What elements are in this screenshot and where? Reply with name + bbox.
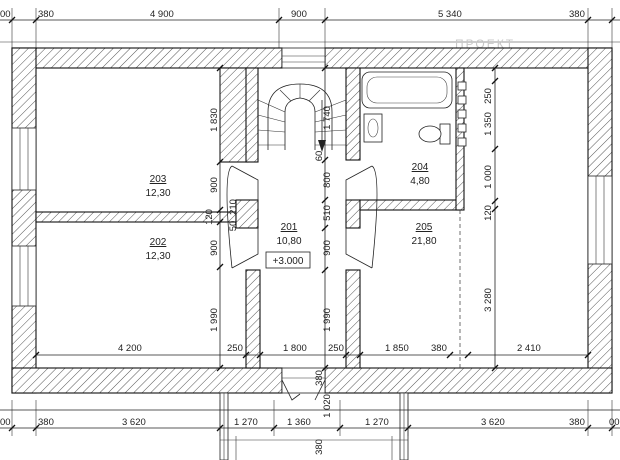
porch-dim-1020: 1 020 xyxy=(322,394,333,418)
inner-dim-1850: 1 850 xyxy=(385,343,409,354)
room-205-number: 205 xyxy=(416,222,433,233)
room-203-area: 12,30 xyxy=(145,188,170,199)
top-dim-3: 900 xyxy=(291,9,307,20)
inner-bottom-dimension-labels: 4 200 250 1 800 250 1 850 380 2 410 xyxy=(118,343,541,354)
small-dim-120: 120 xyxy=(204,209,215,225)
staircase xyxy=(257,83,347,152)
porch-dim-380a: 380 xyxy=(314,370,325,386)
small-dim-50: 50 xyxy=(228,221,239,232)
small-dim-510: 510 xyxy=(322,205,333,221)
small-dim-60: 60 xyxy=(314,151,325,162)
bottom-dim-7: 380 xyxy=(569,417,585,428)
room-203-number: 203 xyxy=(150,174,167,185)
level-mark-box xyxy=(265,251,311,269)
room-205-area: 21,80 xyxy=(411,236,436,247)
inner-dim-380: 380 xyxy=(431,343,447,354)
inner-dim-250a: 250 xyxy=(227,343,243,354)
vertical-dimension-labels: 1 830 900 900 1 990 210 120 50 1 740 60 … xyxy=(204,88,494,455)
room-204-area: 4,80 xyxy=(410,176,430,187)
room-202-area: 12,30 xyxy=(145,251,170,262)
left-dim-900b: 900 xyxy=(209,240,220,256)
walls xyxy=(11,47,613,394)
bottom-dim-6: 3 620 xyxy=(481,417,505,428)
right-dim-1000: 1 000 xyxy=(483,165,494,189)
right-dim-120: 120 xyxy=(483,205,494,221)
small-dim-210: 210 xyxy=(228,199,239,215)
bottom-dimension-chain: 00 380 3 620 1 270 1 360 1 270 3 620 380… xyxy=(0,400,620,460)
left-dim-900a: 900 xyxy=(209,177,220,193)
radiator-icon xyxy=(457,81,467,147)
bottom-edge-right: 00 xyxy=(609,417,620,428)
room-201-area: 10,80 xyxy=(276,236,301,247)
right-dim-250: 250 xyxy=(483,88,494,104)
room-202-number: 202 xyxy=(150,237,167,248)
bottom-edge-left: 00 xyxy=(0,417,11,428)
interior-dimension-lines xyxy=(32,64,592,372)
bathroom-fixtures xyxy=(361,71,467,147)
top-dim-4: 5 340 xyxy=(438,9,462,20)
stair-dim-900: 900 xyxy=(322,240,333,256)
top-dim-5: 380 xyxy=(569,9,585,20)
top-dim-2: 4 900 xyxy=(150,9,174,20)
porch-dim-380b: 380 xyxy=(314,439,325,455)
stair-dim-800: 800 xyxy=(322,172,333,188)
inner-dim-2410: 2 410 xyxy=(517,343,541,354)
inner-dim-250b: 250 xyxy=(328,343,344,354)
toilet-icon xyxy=(418,123,451,145)
right-dim-1350: 1 350 xyxy=(483,112,494,136)
bottom-dim-1: 380 xyxy=(38,417,54,428)
bottom-dim-5: 1 270 xyxy=(365,417,389,428)
stair-dim-1990: 1 990 xyxy=(322,308,333,332)
windows xyxy=(11,47,613,394)
left-dim-1830: 1 830 xyxy=(209,108,220,132)
bottom-dim-4: 1 360 xyxy=(287,417,311,428)
right-dim-3280: 3 280 xyxy=(483,288,494,312)
bottom-dim-2: 3 620 xyxy=(122,417,146,428)
inner-dim-1800: 1 800 xyxy=(283,343,307,354)
room-labels: 203 12,30 202 12,30 201 10,80 +3.000 204… xyxy=(145,162,437,269)
sink-icon xyxy=(363,113,383,143)
inner-dim-4200: 4 200 xyxy=(118,343,142,354)
stair-dim-1740: 1 740 xyxy=(322,106,333,130)
bottom-dim-3: 1 270 xyxy=(234,417,258,428)
top-edge-label: 00 xyxy=(0,9,11,20)
doors xyxy=(226,165,378,401)
top-dim-1: 380 xyxy=(38,9,54,20)
bathtub-icon xyxy=(361,71,453,109)
room-201-number: 201 xyxy=(281,222,298,233)
level-mark: +3.000 xyxy=(273,256,304,267)
room-204-number: 204 xyxy=(412,162,429,173)
left-dim-1990: 1 990 xyxy=(209,308,220,332)
